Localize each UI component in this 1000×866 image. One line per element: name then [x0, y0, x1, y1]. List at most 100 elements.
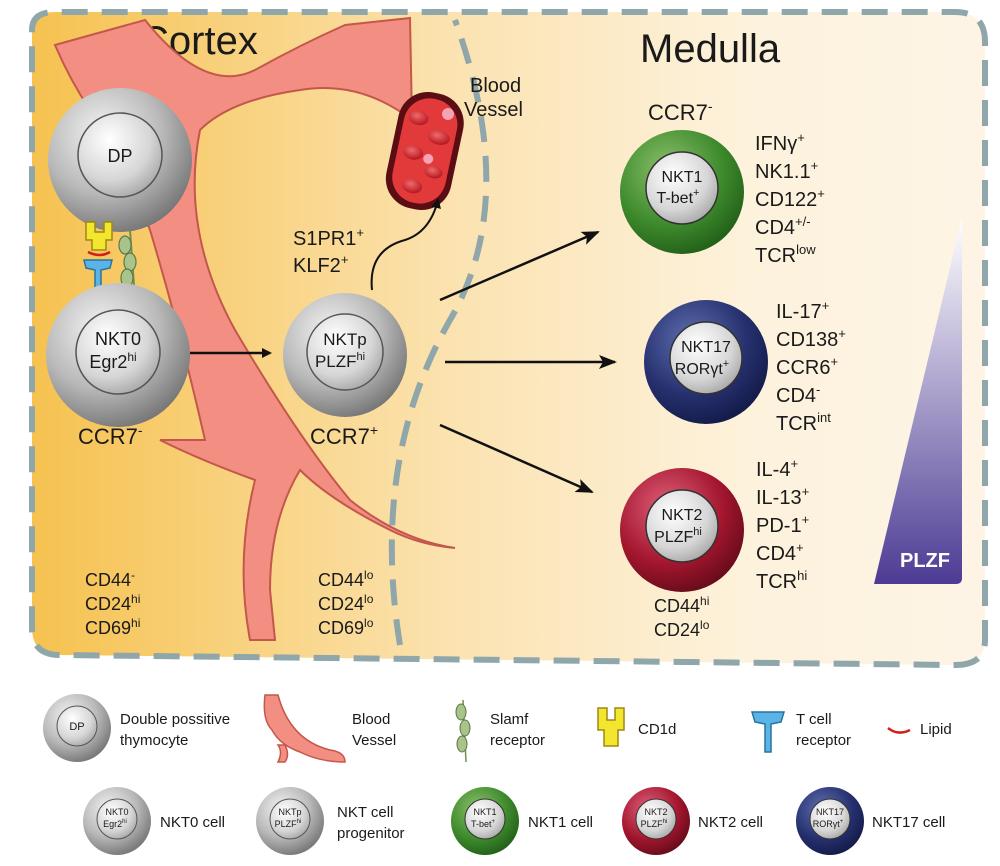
- nkt17-rorgt-label: RORγt+: [675, 358, 729, 378]
- nkt2-cell: NKT2 PLZFhi: [620, 468, 744, 592]
- legend-cd1d-label: CD1d: [638, 721, 676, 738]
- nkt1-marker-1: NK1.1+: [755, 158, 818, 183]
- nktp-migration-markers: S1PR1+ KLF2+: [293, 225, 364, 277]
- nktp-label: NKTp: [323, 330, 366, 349]
- nkt17-marker-1: CD138+: [776, 326, 846, 351]
- legend-item-tcr: T cell receptor: [750, 711, 851, 753]
- legend-tcr-label-line2: receptor: [796, 732, 851, 749]
- legend-item-slamf: Slamf receptor: [455, 699, 545, 763]
- nkt1-label: NKT1: [662, 169, 703, 186]
- nkt1-cell: NKT1 T-bet+: [620, 130, 744, 254]
- nkt2-marker-2: PD-1+: [756, 512, 809, 537]
- nkt17-marker-3: CD4-: [776, 382, 820, 407]
- nkt0-marker-cd44: CD44-: [85, 568, 135, 590]
- legend-slamf-label-line2: receptor: [490, 732, 545, 749]
- nkt17-marker-2: CCR6+: [776, 354, 838, 379]
- cd1d-icon: [597, 707, 625, 747]
- nkt1-marker-0: IFNγ+: [755, 130, 805, 155]
- dp-cell: DP: [48, 88, 192, 232]
- lipid-icon: [887, 726, 911, 734]
- slamf-receptor: [118, 229, 137, 301]
- svg-text:DP: DP: [69, 721, 84, 733]
- nkt2-label: NKT2: [662, 507, 703, 524]
- blood-vessel-cross-section: [385, 91, 464, 210]
- legend-lipid-label: Lipid: [920, 721, 952, 738]
- legend-nkt17-label: NKT17 cell: [872, 814, 945, 831]
- blood-vessel-label-line1: Blood: [470, 75, 521, 97]
- nktp-marker-cd24: CD24lo: [318, 592, 374, 614]
- nkt0-ccr7: CCR7-: [78, 422, 143, 449]
- nktp-ccr7: CCR7+: [310, 422, 378, 449]
- nkt1-markers: IFNγ+ NK1.1+ CD122+ CD4+/- TCRlow: [755, 130, 825, 267]
- svg-text:NKT2: NKT2: [644, 807, 667, 817]
- medulla-markers: CD44hi CD24lo: [654, 594, 710, 640]
- nktp-marker-cd44: CD44lo: [318, 568, 374, 590]
- nkt0-markers: CD44- CD24hi CD69hi: [85, 568, 140, 638]
- svg-text:NKTp: NKTp: [278, 807, 301, 817]
- nkt1-marker-4: TCRlow: [755, 242, 816, 267]
- legend-tcr-label-line1: T cell: [796, 711, 832, 728]
- nkt2-plzf-label: PLZFhi: [654, 526, 702, 546]
- legend-item-nkt17: NKT17 RORγt+ NKT17 cell: [796, 787, 945, 855]
- nkt0-egr2-label: Egr2hi: [89, 350, 136, 372]
- plzf-gradient-label: PLZF: [900, 550, 950, 572]
- legend-dp-label-line2: thymocyte: [120, 732, 188, 749]
- arrow-nktp-to-nkt2: [439, 423, 594, 494]
- nkt0-marker-cd69: CD69hi: [85, 616, 140, 638]
- thymus-dashed-border: [29, 9, 988, 669]
- svg-text:T-bet+: T-bet+: [471, 819, 496, 829]
- nkt17-marker-4: TCRint: [776, 410, 831, 435]
- lipid-icon: [87, 250, 111, 257]
- svg-text:NKT1: NKT1: [473, 807, 496, 817]
- legend-nktp-label-line1: NKT cell: [337, 804, 393, 821]
- legend-nkt0-label: NKT0 cell: [160, 814, 225, 831]
- legend-item-blood-vessel: Blood Vessel: [263, 694, 396, 763]
- svg-text:NKT0: NKT0: [105, 807, 128, 817]
- medulla-title: Medulla: [640, 27, 781, 71]
- nkt17-cell: NKT17 RORγt+: [644, 300, 768, 424]
- legend-nkt1-label: NKT1 cell: [528, 814, 593, 831]
- svg-text:NKT17: NKT17: [816, 807, 844, 817]
- tcr-icon: [750, 711, 786, 753]
- nkt0-label: NKT0: [95, 329, 141, 349]
- nkt2-marker-1: IL-13+: [756, 484, 809, 509]
- nktp-cell: NKTp PLZFhi: [283, 293, 407, 417]
- dp-cell-label: DP: [107, 146, 132, 166]
- nktp-plzf-label: PLZFhi: [315, 351, 365, 371]
- blood-vessel-label-line2: Vessel: [464, 99, 523, 121]
- legend-dp-label-line1: Double possitive: [120, 711, 230, 728]
- cortex-medulla-boundary: [388, 18, 490, 646]
- nktp-klf2: KLF2+: [293, 252, 348, 277]
- nkt2-marker-0: IL-4+: [756, 456, 798, 481]
- legend-item-nkt1: NKT1 T-bet+ NKT1 cell: [451, 787, 593, 855]
- nktp-s1pr1: S1PR1+: [293, 225, 364, 250]
- legend: DP Double possitive thymocyte Blood Vess…: [43, 694, 952, 855]
- blood-vessel-icon: [263, 694, 346, 763]
- nkt0-cell: NKT0 Egr2hi: [46, 283, 190, 427]
- nkt2-marker-4: TCRhi: [756, 568, 807, 593]
- legend-item-dp: DP Double possitive thymocyte: [43, 694, 230, 762]
- legend-item-nkt2: NKT2 PLZFhi NKT2 cell: [622, 787, 763, 855]
- legend-slamf-label-line1: Slamf: [490, 711, 529, 728]
- nktp-marker-cd69: CD69lo: [318, 616, 374, 638]
- nkt2-marker-3: CD4+: [756, 540, 804, 565]
- medulla-marker-cd24: CD24lo: [654, 618, 710, 640]
- svg-text:Egr2hi: Egr2hi: [103, 819, 127, 829]
- legend-blood-vessel-label-line2: Vessel: [352, 732, 396, 749]
- nkt1-marker-2: CD122+: [755, 186, 825, 211]
- legend-item-nktp: NKTp PLZFhi NKT cell progenitor: [256, 787, 405, 855]
- nkt1-marker-3: CD4+/-: [755, 214, 811, 239]
- medulla-marker-cd44: CD44hi: [654, 594, 709, 616]
- cd1d-icon: [85, 221, 113, 251]
- arrow-nktp-to-nkt1: [439, 230, 600, 302]
- legend-item-cd1d: CD1d: [597, 707, 676, 747]
- nkt1-tbet-label: T-bet+: [657, 187, 700, 207]
- svg-text:RORγt+: RORγt+: [813, 819, 844, 829]
- legend-nkt2-label: NKT2 cell: [698, 814, 763, 831]
- nktp-markers: CD44lo CD24lo CD69lo: [318, 568, 374, 638]
- medulla-ccr7: CCR7-: [648, 98, 713, 125]
- nkt17-label: NKT17: [681, 339, 731, 356]
- slamf-receptor-icon: [455, 699, 471, 763]
- legend-nktp-label-line2: progenitor: [337, 825, 405, 842]
